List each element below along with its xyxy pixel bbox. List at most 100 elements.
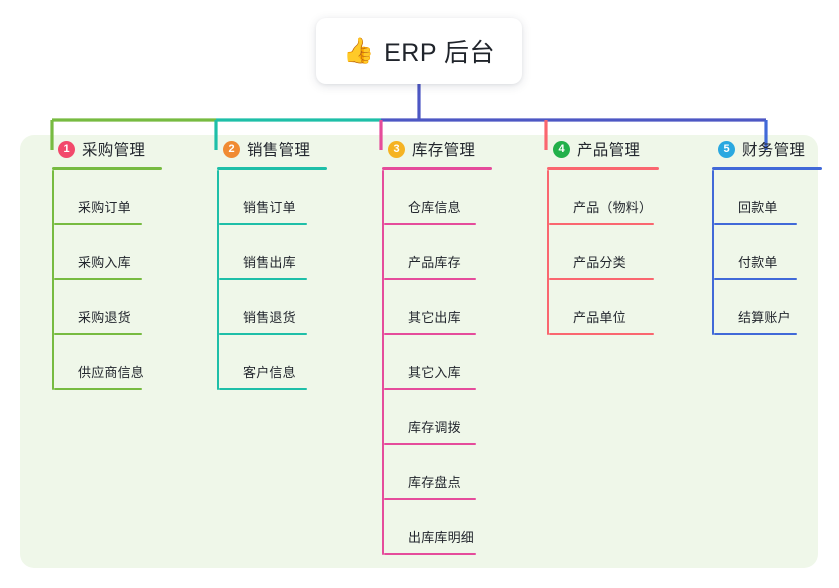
branch-item-label: 供应商信息 [78,365,145,380]
branch-item-label: 回款单 [738,200,778,215]
branch-item[interactable]: 结算账户 [714,280,822,335]
branches-panel [20,135,818,568]
branch-header-4[interactable]: 4 产品管理 [531,135,659,163]
branch-item-rule [219,223,307,225]
branch-item-label: 客户信息 [243,365,296,380]
branch-item-list: 销售订单销售出库销售退货客户信息 [217,170,327,390]
branch-item-list: 产品（物料） 产品分类产品单位 [547,170,659,335]
branch-number-badge: 4 [553,140,570,158]
branch-item[interactable]: 销售订单 [219,170,327,225]
branch-number-badge: 2 [223,140,240,158]
branch-item-label: 销售出库 [243,255,296,270]
branch-item[interactable]: 供应商信息 [54,335,162,390]
branch-item-label: 销售订单 [243,200,296,215]
branch-item-list: 回款单付款单结算账户 [712,170,822,335]
branch-number-badge: 1 [58,140,75,158]
branch-item-rule [219,388,307,390]
branch-item[interactable]: 采购退货 [54,280,162,335]
branch-column-1: 1 采购管理采购订单采购入库采购退货供应商信息 [36,135,162,390]
branch-column-4: 4 产品管理产品（物料） 产品分类产品单位 [531,135,659,335]
branch-item-rule [549,223,654,225]
branch-item-label: 仓库信息 [408,200,461,215]
branch-header-rule [712,167,822,170]
branch-item-rule [54,223,142,225]
branch-title: 采购管理 [82,142,146,159]
branch-item-rule [549,333,654,335]
branch-item[interactable]: 库存盘点 [384,445,492,500]
branch-item-rule [384,498,476,500]
branch-item-rule [384,553,476,555]
branch-item-label: 销售退货 [243,310,296,325]
branch-item-label: 产品分类 [573,255,626,270]
branch-item-rule [549,278,654,280]
branch-item-label: 库存调拨 [408,420,461,435]
branch-number-badge: 3 [388,140,405,158]
branch-item[interactable]: 库存调拨 [384,390,492,445]
root-node[interactable]: 👍 ERP 后台 [316,18,522,84]
branch-spine [382,170,384,555]
branch-item-label: 采购入库 [78,255,131,270]
branch-spine [52,170,54,390]
branch-header-1[interactable]: 1 采购管理 [36,135,162,163]
branch-item[interactable]: 采购入库 [54,225,162,280]
branch-item-label: 其它出库 [408,310,461,325]
branch-item-rule [54,278,142,280]
branch-item-label: 产品库存 [408,255,461,270]
branch-item[interactable]: 其它入库 [384,335,492,390]
branch-number-badge: 5 [718,140,735,158]
branch-item-rule [219,333,307,335]
branch-item[interactable]: 产品（物料） [549,170,659,225]
branch-title: 销售管理 [247,142,311,159]
branch-header-rule [217,167,327,170]
branch-header-5[interactable]: 5 财务管理 [696,135,822,163]
branch-header-rule [547,167,659,170]
branch-item-label: 其它入库 [408,365,461,380]
branch-item-label: 结算账户 [738,310,791,325]
branch-header-2[interactable]: 2 销售管理 [201,135,327,163]
branch-item[interactable]: 产品库存 [384,225,492,280]
branch-item-rule [714,223,797,225]
branch-item[interactable]: 产品分类 [549,225,659,280]
branch-item-label: 采购退货 [78,310,131,325]
branch-item[interactable]: 产品单位 [549,280,659,335]
branch-title: 产品管理 [577,142,641,159]
branch-columns: 1 采购管理采购订单采购入库采购退货供应商信息 2 销售管理销售订单销售出库销售退货客… [0,135,839,568]
branch-item-label: 出库库明细 [408,530,475,545]
branch-spine [217,170,219,390]
branch-item-label: 采购订单 [78,200,131,215]
branch-item[interactable]: 客户信息 [219,335,327,390]
branch-column-5: 5 财务管理回款单付款单结算账户 [696,135,822,335]
branch-item[interactable]: 仓库信息 [384,170,492,225]
branch-item-label: 付款单 [738,255,778,270]
branch-item[interactable]: 采购订单 [54,170,162,225]
branch-item[interactable]: 其它出库 [384,280,492,335]
thumbs-up-icon: 👍 [342,36,375,65]
branch-item-rule [384,333,476,335]
branch-item-rule [384,388,476,390]
branch-item-rule [54,333,142,335]
branch-spine [547,170,549,335]
branch-item[interactable]: 出库库明细 [384,500,492,555]
branch-item[interactable]: 付款单 [714,225,822,280]
branch-column-3: 3 库存管理仓库信息产品库存其它出库其它入库库存调拨库存盘点出库库明细 [366,135,492,555]
branch-item-rule [714,333,797,335]
branch-item-label: 产品（物料） [573,200,653,215]
branch-item-rule [54,388,142,390]
branch-header-3[interactable]: 3 库存管理 [366,135,492,163]
branch-item-rule [714,278,797,280]
branch-item[interactable]: 回款单 [714,170,822,225]
branch-header-rule [382,167,492,170]
branch-item-label: 库存盘点 [408,475,461,490]
branch-title: 财务管理 [742,142,806,159]
root-node-title: ERP 后台 [384,39,496,67]
branch-item-list: 仓库信息产品库存其它出库其它入库库存调拨库存盘点出库库明细 [382,170,492,555]
branch-item-rule [384,443,476,445]
branch-item-rule [219,278,307,280]
root-node-content: 👍 ERP 后台 [343,33,495,69]
branch-title: 库存管理 [412,142,476,159]
branch-column-2: 2 销售管理销售订单销售出库销售退货客户信息 [201,135,327,390]
branch-item[interactable]: 销售退货 [219,280,327,335]
branch-item-list: 采购订单采购入库采购退货供应商信息 [52,170,162,390]
branch-item[interactable]: 销售出库 [219,225,327,280]
